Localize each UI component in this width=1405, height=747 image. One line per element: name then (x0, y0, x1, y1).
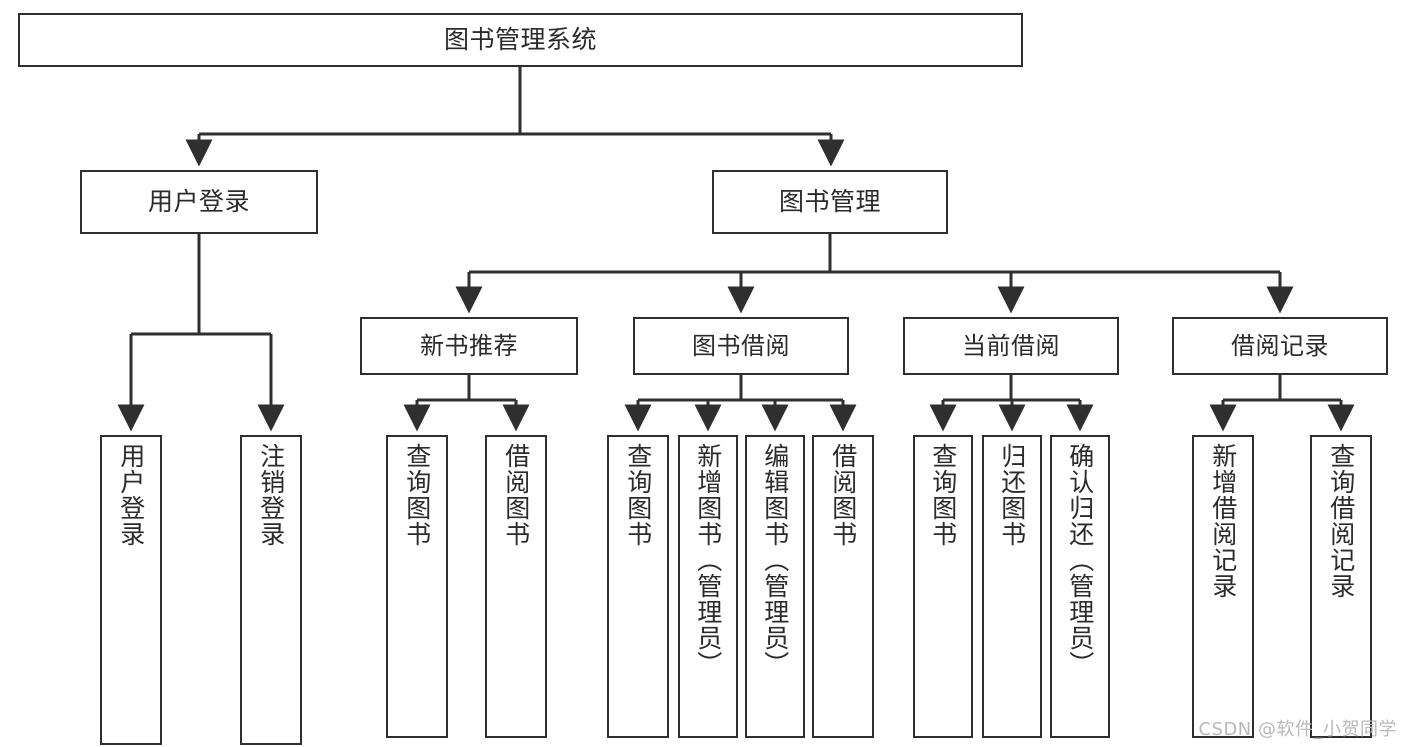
node-leaf-query-record[interactable]: 查询借阅记录 (1310, 435, 1372, 738)
node-book-manage-label: 图书管理 (778, 187, 881, 217)
node-leaf-add-book[interactable]: 新增图书（管理员） (678, 435, 738, 738)
node-leaf-query-book-1-label: 查询图书 (402, 443, 432, 547)
node-leaf-confirm-return[interactable]: 确认归还（管理员） (1050, 435, 1110, 738)
node-leaf-user-logout-label: 注销登录 (256, 443, 286, 547)
node-leaf-user-login-label: 用户登录 (116, 443, 146, 547)
node-current-borrow[interactable]: 当前借阅 (903, 317, 1119, 375)
node-leaf-user-login[interactable]: 用户登录 (100, 435, 162, 745)
node-leaf-add-record[interactable]: 新增借阅记录 (1192, 435, 1254, 738)
node-borrow-record[interactable]: 借阅记录 (1172, 317, 1388, 375)
node-book-borrow-label: 图书借阅 (692, 331, 790, 360)
node-root-label: 图书管理系统 (443, 25, 597, 55)
node-leaf-borrow-book-1-label: 借阅图书 (501, 443, 531, 547)
node-leaf-borrow-book-2-label: 借阅图书 (828, 443, 858, 547)
node-leaf-return-book[interactable]: 归还图书 (982, 435, 1042, 738)
node-book-borrow[interactable]: 图书借阅 (633, 317, 849, 375)
node-new-book-recommend[interactable]: 新书推荐 (360, 317, 578, 375)
node-leaf-confirm-return-label: 确认归还（管理员） (1065, 443, 1095, 677)
node-user-login[interactable]: 用户登录 (80, 170, 318, 234)
node-leaf-borrow-book-1[interactable]: 借阅图书 (485, 435, 547, 738)
node-leaf-return-book-label: 归还图书 (997, 443, 1027, 547)
node-leaf-query-record-label: 查询借阅记录 (1326, 443, 1356, 599)
node-leaf-add-record-label: 新增借阅记录 (1208, 443, 1238, 599)
node-current-borrow-label: 当前借阅 (962, 331, 1060, 360)
node-leaf-query-book-2[interactable]: 查询图书 (607, 435, 669, 738)
node-leaf-query-book-3-label: 查询图书 (928, 443, 958, 547)
node-leaf-query-book-2-label: 查询图书 (623, 443, 653, 547)
node-leaf-query-book-3[interactable]: 查询图书 (913, 435, 973, 738)
node-book-manage[interactable]: 图书管理 (712, 170, 948, 234)
node-leaf-query-book-1[interactable]: 查询图书 (386, 435, 448, 738)
node-leaf-user-logout[interactable]: 注销登录 (240, 435, 302, 745)
node-borrow-record-label: 借阅记录 (1231, 331, 1329, 360)
node-user-login-label: 用户登录 (147, 187, 250, 217)
node-leaf-add-book-label: 新增图书（管理员） (693, 443, 723, 677)
node-root[interactable]: 图书管理系统 (18, 13, 1023, 67)
watermark-text: CSDN @软件_小贺同学 (1198, 719, 1397, 740)
node-new-book-recommend-label: 新书推荐 (420, 331, 518, 360)
node-leaf-edit-book[interactable]: 编辑图书（管理员） (745, 435, 805, 738)
node-leaf-borrow-book-2[interactable]: 借阅图书 (812, 435, 874, 738)
node-leaf-edit-book-label: 编辑图书（管理员） (760, 443, 790, 677)
